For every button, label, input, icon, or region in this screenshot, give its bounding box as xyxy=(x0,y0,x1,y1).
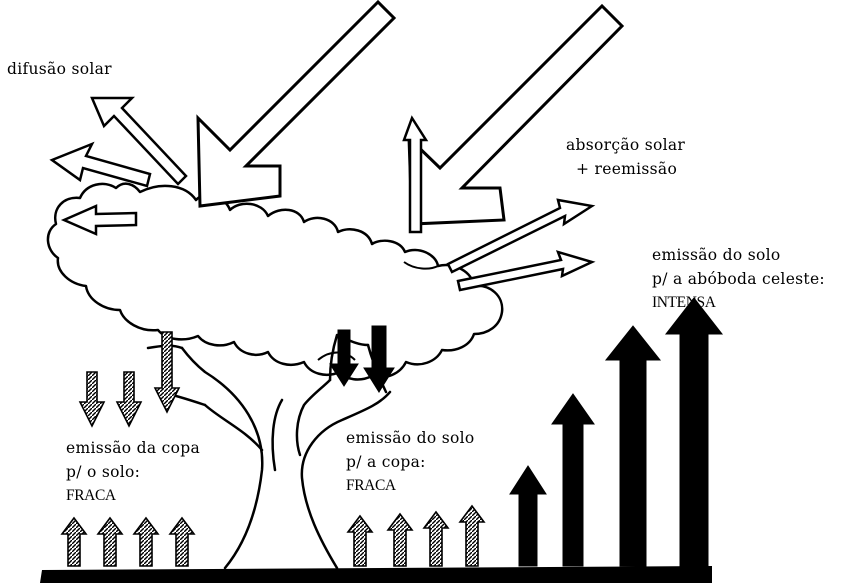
absorption-label-line2: + reemissão xyxy=(576,160,678,178)
soil-canopy-label-line1: emissão do solo xyxy=(346,429,475,447)
tree-trunk xyxy=(146,333,392,570)
diffusion-arrows xyxy=(49,96,596,292)
soil-to-sky-arrows xyxy=(509,297,724,567)
soil-canopy-label-line3: FRACA xyxy=(346,477,396,494)
ground-bar xyxy=(40,566,712,583)
soil-sky-label-line2: p/ a abóboda celeste: xyxy=(652,270,825,288)
soil-sky-label-line3: INTENSA xyxy=(652,294,716,311)
soil-sky-label-line1: emissão do solo xyxy=(652,246,781,264)
tree-canopy xyxy=(46,182,504,381)
canopy-soil-label-line1: emissão da copa xyxy=(66,439,201,457)
absorption-label-line1: absorção solar xyxy=(566,136,686,154)
diffusion-label: difusão solar xyxy=(7,60,112,78)
canopy-soil-label-line2: p/ o solo: xyxy=(66,463,141,481)
soil-emission-arrows-small xyxy=(60,504,486,567)
incoming-solar-arrows xyxy=(196,0,625,226)
canopy-soil-label-line3: FRACA xyxy=(66,487,116,504)
canopy-internal-arrows xyxy=(329,325,395,393)
canopy-to-soil-arrows xyxy=(78,331,181,428)
soil-canopy-label-line2: p/ a copa: xyxy=(346,453,426,471)
